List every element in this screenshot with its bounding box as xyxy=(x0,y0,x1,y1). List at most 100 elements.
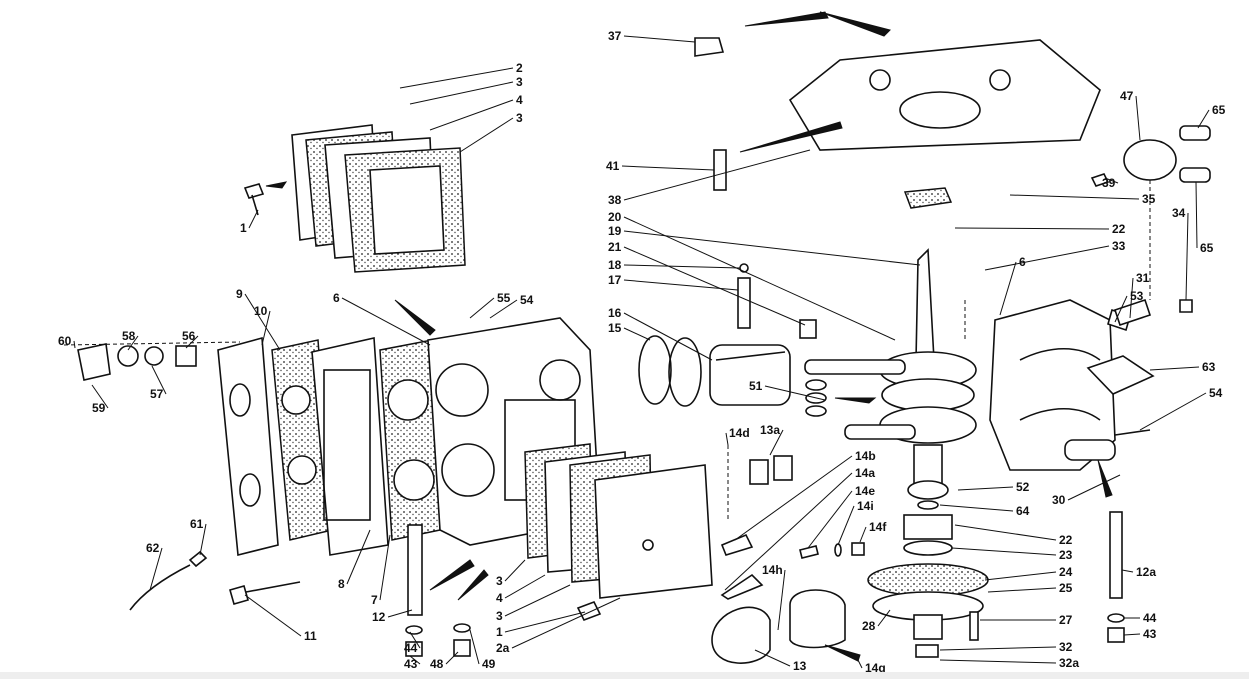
callout-number: 19 xyxy=(608,224,622,238)
callout-number: 31 xyxy=(1136,271,1150,285)
callout-52: 52 xyxy=(957,480,1030,494)
callout-8: 8 xyxy=(338,529,371,591)
callout-number: 34 xyxy=(1172,206,1186,220)
leader-line xyxy=(725,432,729,446)
callout-number: 54 xyxy=(520,293,534,307)
callout-number: 20 xyxy=(608,210,622,224)
callout-22: 22 xyxy=(954,524,1073,547)
callout-44: 44 xyxy=(404,631,421,655)
callout-17: 17 xyxy=(608,273,739,291)
callout-number: 1 xyxy=(240,221,247,235)
callout-number: 61 xyxy=(190,517,204,531)
callout-23: 23 xyxy=(951,547,1073,562)
callout-number: 32 xyxy=(1059,640,1073,654)
reed-cover-gasket-stack xyxy=(243,124,466,273)
leader-line xyxy=(987,587,1057,593)
callout-30: 30 xyxy=(1052,474,1121,507)
callout-number: 9 xyxy=(236,287,243,301)
callout-14e: 14e xyxy=(807,484,875,549)
callout-4: 4 xyxy=(496,574,546,605)
callout-number: 6 xyxy=(333,291,340,305)
leader-line xyxy=(504,559,526,582)
leader-line xyxy=(91,384,109,409)
leader-line xyxy=(469,297,495,319)
callout-number: 59 xyxy=(92,401,106,415)
callout-54: 54 xyxy=(489,293,534,319)
callout-number: 65 xyxy=(1212,103,1226,117)
callout-32: 32 xyxy=(939,640,1073,654)
callout-number: 22 xyxy=(1112,222,1126,236)
leader-line xyxy=(1149,366,1200,371)
leader-line xyxy=(939,646,1057,651)
callout-12a: 12a xyxy=(1121,565,1156,579)
callout-58: 58 xyxy=(122,329,139,351)
callout-48: 48 xyxy=(430,651,459,671)
callout-64: 64 xyxy=(939,504,1030,518)
leader-line xyxy=(724,472,853,591)
callout-35: 35 xyxy=(1009,192,1156,206)
callout-number: 57 xyxy=(150,387,164,401)
callout-number: 14a xyxy=(855,466,875,480)
callout-33: 33 xyxy=(984,239,1126,271)
callout-number: 6 xyxy=(1019,255,1026,269)
callout-number: 52 xyxy=(1016,480,1030,494)
callout-number: 14g xyxy=(865,661,886,675)
callout-number: 12 xyxy=(372,610,386,624)
callout-number: 14i xyxy=(857,499,874,513)
callout-4: 4 xyxy=(429,93,523,131)
callout-number: 17 xyxy=(608,273,622,287)
leader-line xyxy=(764,385,826,401)
callout-60: 60 xyxy=(58,334,76,349)
callout-14i: 14i xyxy=(837,499,874,546)
callout-number: 24 xyxy=(1059,565,1073,579)
leader-line xyxy=(954,227,1110,230)
leader-line xyxy=(984,245,1110,271)
bottom-edge xyxy=(0,672,1249,679)
callout-number: 8 xyxy=(338,577,345,591)
callout-14h: 14h xyxy=(762,563,786,631)
leader-line xyxy=(151,365,167,395)
callout-31: 31 xyxy=(1129,271,1150,319)
callout-22: 22 xyxy=(954,222,1126,236)
leader-line xyxy=(244,594,302,637)
leader-line xyxy=(734,455,853,541)
callout-38: 38 xyxy=(608,149,811,207)
callout-number: 3 xyxy=(516,111,523,125)
callout-2a: 2a xyxy=(496,597,621,655)
callout-number: 15 xyxy=(608,321,622,335)
leader-line xyxy=(459,117,514,153)
callout-27: 27 xyxy=(980,613,1073,627)
leader-line xyxy=(1067,474,1121,501)
callout-49: 49 xyxy=(469,629,496,671)
callout-14a: 14a xyxy=(724,466,875,591)
leader-line xyxy=(1121,569,1134,573)
leader-line xyxy=(999,261,1017,316)
callout-43: 43 xyxy=(1123,627,1157,641)
leader-line xyxy=(469,629,480,665)
crankshaft xyxy=(804,187,989,658)
callout-63: 63 xyxy=(1149,360,1216,374)
callout-number: 43 xyxy=(404,657,418,671)
callout-number: 1 xyxy=(496,625,503,639)
leader-line xyxy=(623,312,713,361)
callout-number: 63 xyxy=(1202,360,1216,374)
callout-20: 20 xyxy=(608,210,896,341)
leader-line xyxy=(73,340,76,349)
callout-14g: 14g xyxy=(857,659,886,675)
callout-65: 65 xyxy=(1195,181,1214,255)
callout-number: 56 xyxy=(182,329,196,343)
callout-10: 10 xyxy=(254,304,271,346)
callout-9: 9 xyxy=(236,287,281,351)
callout-34: 34 xyxy=(1172,206,1189,301)
callout-number: 3 xyxy=(496,609,503,623)
callout-62: 62 xyxy=(146,541,163,591)
callout-2: 2 xyxy=(399,61,523,89)
leader-line xyxy=(1104,177,1119,184)
callout-number: 43 xyxy=(1143,627,1157,641)
callout-15: 15 xyxy=(608,321,651,341)
leader-line xyxy=(877,609,891,627)
callout-32a: 32a xyxy=(939,656,1079,670)
callout-number: 2a xyxy=(496,641,510,655)
